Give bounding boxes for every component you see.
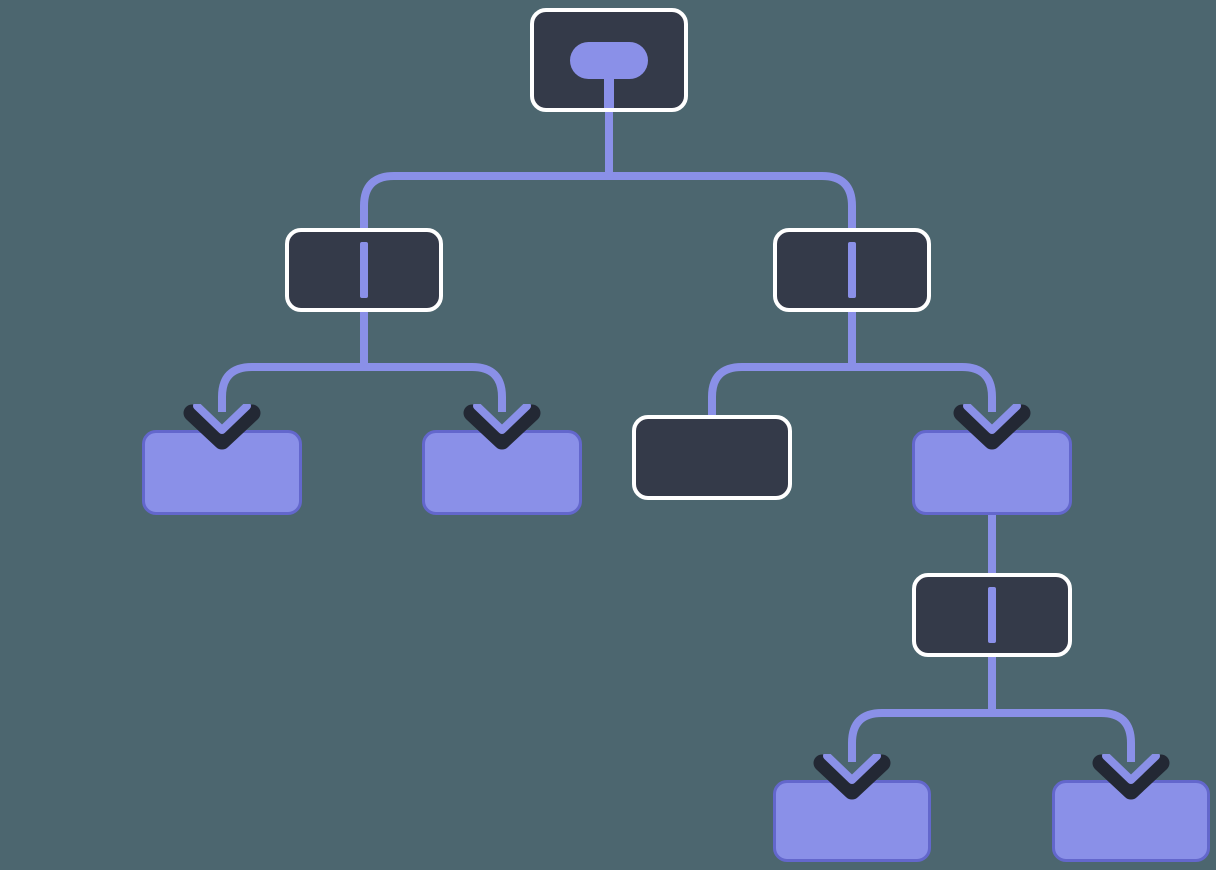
arrow-down-icon: [183, 404, 261, 450]
node-leaf-bottom-2: [1052, 754, 1210, 862]
node-dark-leaf: [632, 415, 792, 500]
pass-through-line-icon: [848, 242, 856, 298]
node-leaf-left-2: [422, 404, 582, 515]
arrow-down-icon: [463, 404, 541, 450]
pill-stem: [604, 76, 614, 108]
arrow-down-icon: [813, 754, 891, 800]
edge-branch-left-to-leaves: [218, 310, 506, 412]
edge-branch-bottom-to-leaves: [848, 655, 1135, 762]
node-branch-bottom: [912, 573, 1072, 657]
edge-root-to-branches: [360, 108, 856, 230]
arrow-down-icon: [953, 404, 1031, 450]
node-branch-right: [773, 228, 931, 312]
node-leaf-left-1: [142, 404, 302, 515]
arrow-down-icon: [1092, 754, 1170, 800]
node-root: [530, 8, 688, 112]
node-leaf-bottom-1: [773, 754, 931, 862]
node-branch-left: [285, 228, 443, 312]
pass-through-line-icon: [988, 587, 996, 643]
pill-icon: [570, 42, 648, 79]
edge-branch-right-to-children: [708, 310, 996, 417]
pass-through-line-icon: [360, 242, 368, 298]
node-mid-right: [912, 404, 1072, 515]
